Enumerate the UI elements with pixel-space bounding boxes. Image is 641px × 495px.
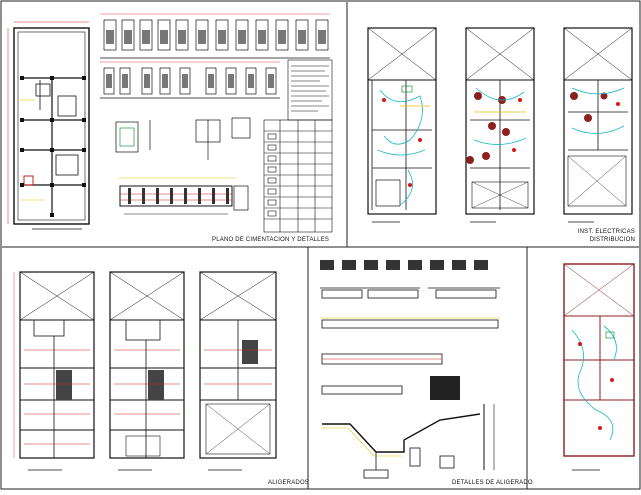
title-electricas-line1: INST. ELECTRICAS <box>577 229 635 235</box>
electrical-plan-floor-1 <box>367 27 437 223</box>
panel-aligerados <box>13 271 277 471</box>
footing-schedule-table <box>263 119 333 233</box>
joist-sections-row <box>320 260 488 270</box>
title-cimentacion: PLANO DE CIMENTACION Y DETALLES <box>212 237 330 243</box>
electrical-plan-floor-3 <box>563 27 633 223</box>
panel-plano-extra <box>563 263 635 471</box>
panel-electricas <box>367 27 633 223</box>
title-electricas-line2: DISTRIBUCION <box>589 237 635 243</box>
panel-detalles <box>320 260 500 479</box>
title-detalles: DETALLES DE ALIGERADO <box>452 480 533 486</box>
column-details <box>115 117 251 160</box>
foundation-plan <box>7 21 90 230</box>
stair-detail <box>322 404 495 479</box>
footing-details-top <box>100 13 330 99</box>
title-aligerados: ALIGERADOS <box>268 480 310 486</box>
foundation-beam-section <box>118 177 249 215</box>
hatched-detail <box>430 376 460 400</box>
slab-plan-1 <box>13 271 95 471</box>
slab-plan-2 <box>109 271 185 471</box>
footing-hatch <box>106 30 326 88</box>
slab-plan-3 <box>199 271 277 471</box>
electrical-plan-floor-2 <box>465 27 535 223</box>
beam-details <box>320 287 500 395</box>
panel-cimentacion <box>7 13 333 233</box>
